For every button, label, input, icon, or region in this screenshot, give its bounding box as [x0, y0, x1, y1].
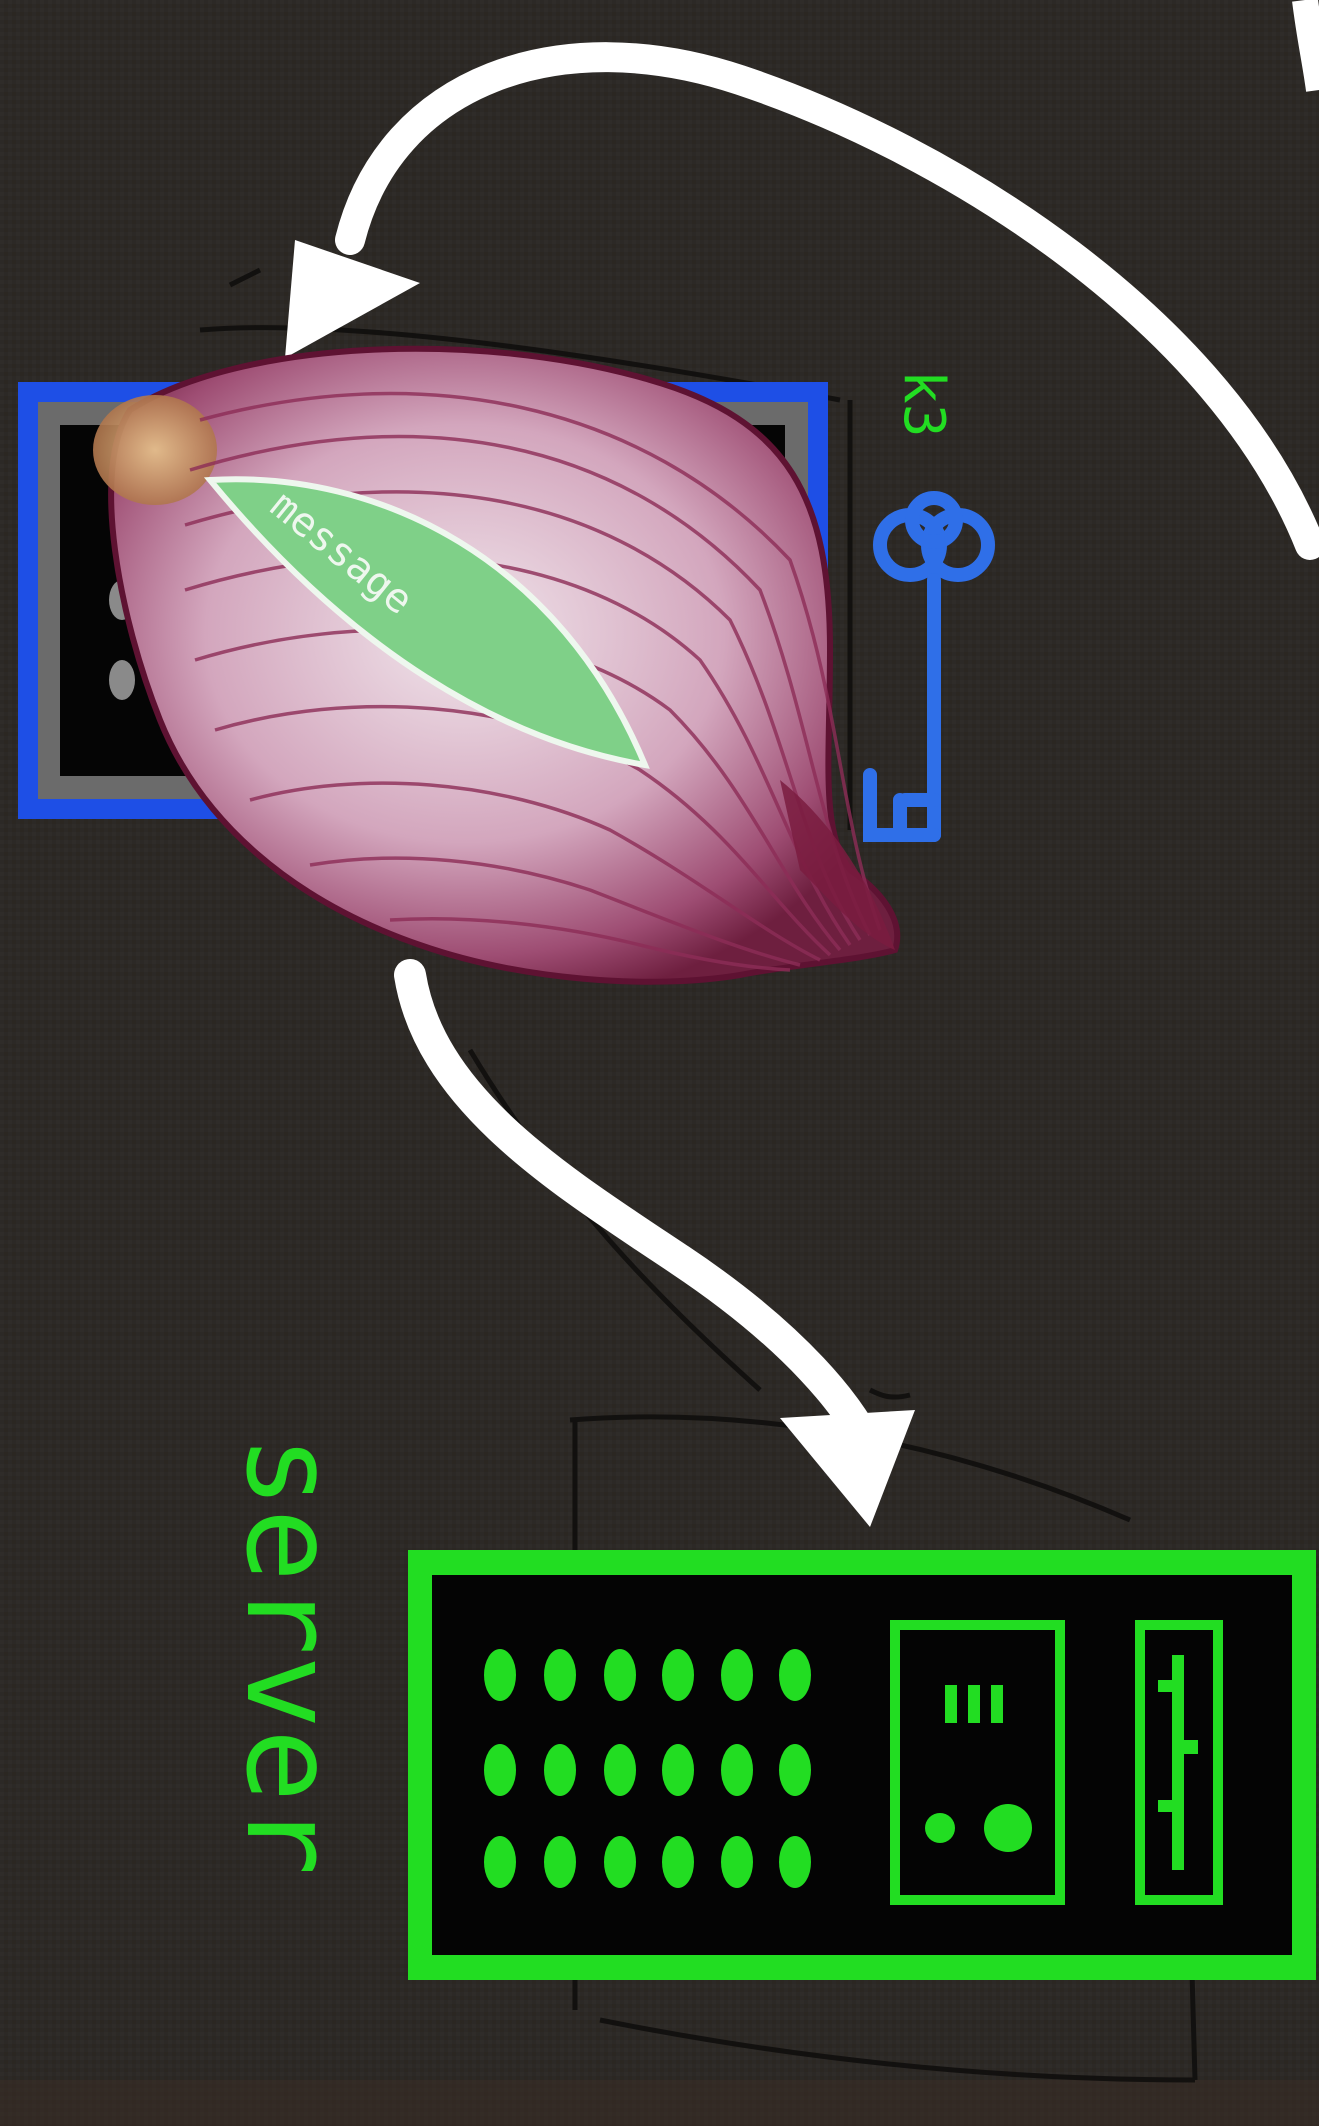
server-label: server — [219, 1435, 361, 1876]
key-label: k3 — [891, 370, 956, 437]
server-icon — [408, 1550, 1316, 1980]
